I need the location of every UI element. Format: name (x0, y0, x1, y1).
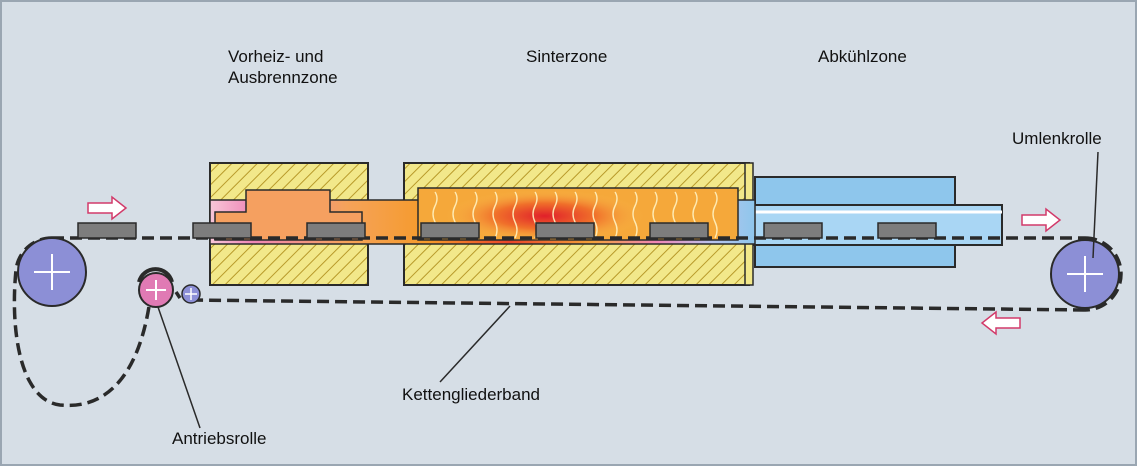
label-chain-belt: Kettengliederband (402, 385, 541, 404)
label-sinter-zone: Sinterzone (526, 47, 608, 66)
left-roller (17, 237, 87, 307)
tension-roller (181, 284, 201, 304)
label-preheat-line2: Ausbrennzone (228, 68, 338, 87)
direction-arrow-out (1021, 207, 1062, 233)
part (535, 222, 595, 239)
leader-line-deflection (1092, 151, 1099, 259)
label-preheat-zone: Vorheiz- und Ausbrennzone (228, 46, 338, 88)
label-drive-roller: Antriebsrolle (172, 429, 267, 448)
drive-roller (137, 267, 174, 308)
part (763, 222, 823, 239)
part (192, 222, 252, 239)
direction-arrow-return (980, 310, 1021, 336)
cooling-zone (739, 176, 1003, 268)
part (77, 222, 137, 239)
part (649, 222, 709, 239)
part (306, 222, 366, 239)
direction-arrow-in (87, 195, 128, 221)
leader-line-drive (157, 306, 201, 429)
label-deflection-roller: Umlenkrolle (1012, 129, 1102, 148)
label-cooling-zone: Abkühlzone (818, 47, 907, 66)
label-preheat-line1: Vorheiz- und (228, 47, 324, 66)
part (420, 222, 480, 239)
leader-line-chain (439, 305, 511, 383)
part (877, 222, 937, 239)
deflection-roller (1050, 239, 1120, 309)
part-row (77, 222, 937, 239)
